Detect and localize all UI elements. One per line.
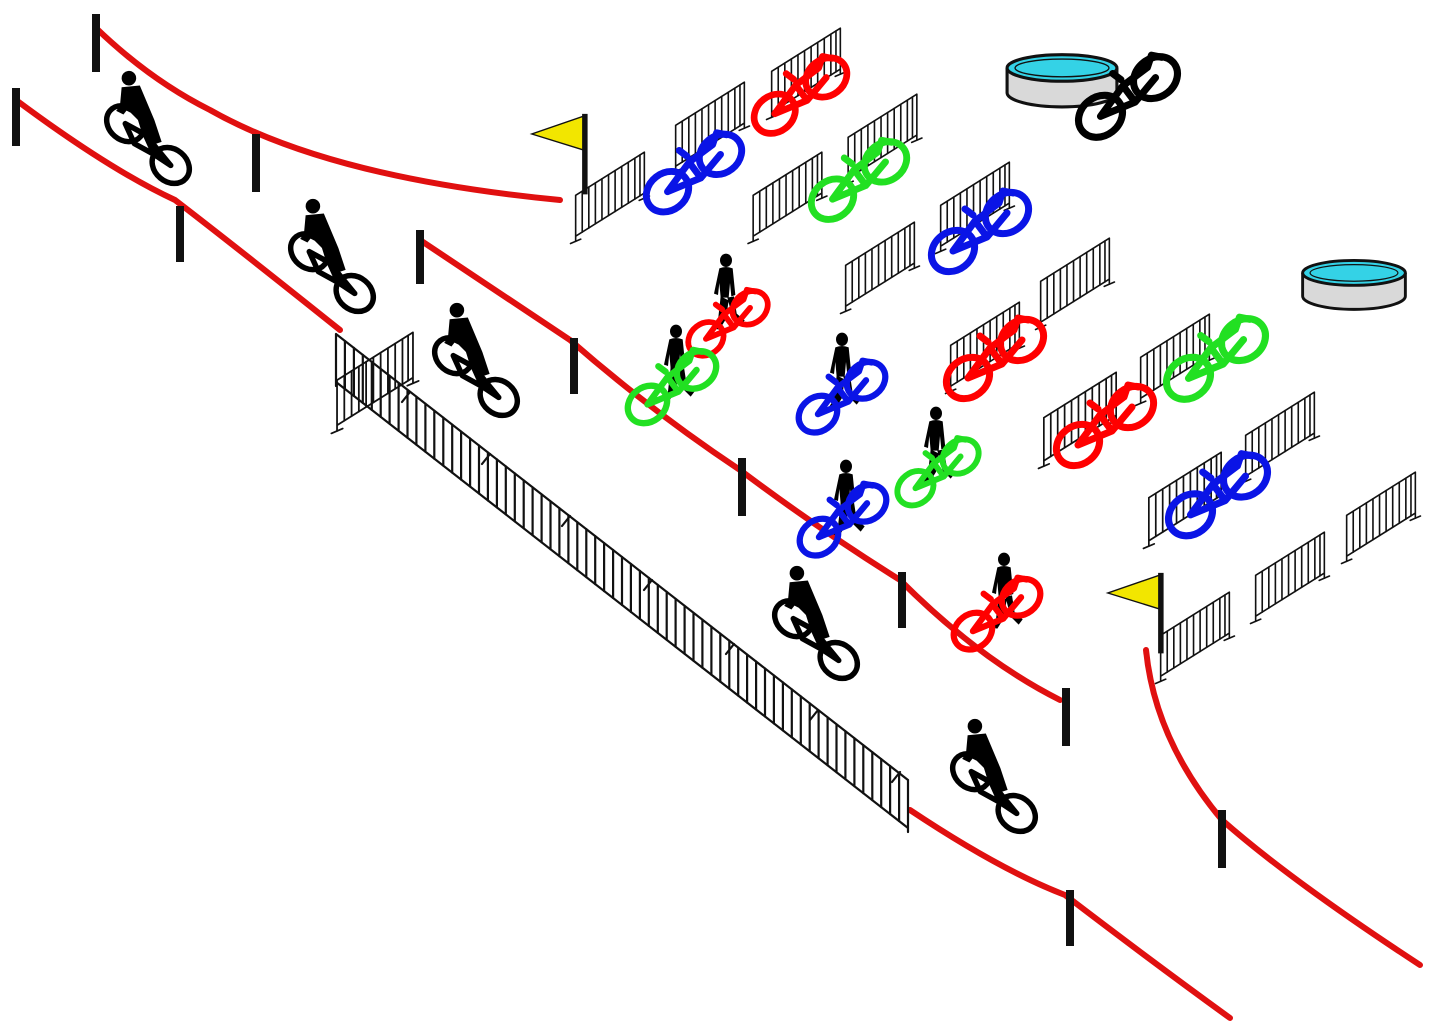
person-walking-bike-icon (792, 459, 893, 563)
parked-bike-icon (938, 311, 1052, 407)
course-marker-flag-icon (1108, 573, 1161, 653)
parked-bike-icon (746, 50, 854, 142)
person-riding-bike-icon (427, 303, 524, 423)
course-tape-upper (93, 25, 563, 203)
crowd-barrier-icon (1249, 531, 1331, 625)
person-walking-bike-icon (946, 552, 1047, 657)
crowd-barrier-icon (1034, 237, 1116, 331)
person-walking-bike-icon (791, 332, 892, 440)
crowd-barrier-icon (1239, 391, 1321, 485)
crowd-barrier-icon (1340, 471, 1422, 565)
person-riding-bike-icon (99, 71, 196, 191)
walking-athletes (620, 253, 1047, 657)
person-riding-bike-icon (283, 199, 380, 319)
cyclists (99, 71, 1042, 839)
parked-bike-icon (1158, 310, 1274, 408)
parked-bike-icon (803, 133, 915, 228)
crowd-barrier-icon (1154, 591, 1236, 685)
crowd-barrier-row (334, 332, 910, 834)
parked-bike-icon (638, 126, 750, 221)
water-basin-icon (1300, 258, 1408, 312)
crowd-barrier-icon (334, 332, 910, 834)
crowd-barrier-icon (839, 221, 921, 315)
person-riding-bike-icon (767, 566, 864, 686)
crowd-barrier-icon (1037, 371, 1123, 470)
parked-bike-icon (1160, 446, 1276, 544)
course-tape-right (1143, 647, 1423, 968)
tape-posts (12, 14, 1226, 946)
course-tape-bottom (907, 807, 1233, 1021)
person-riding-bike-icon (945, 719, 1042, 839)
parked-bikes (638, 48, 1276, 545)
person-walking-bike-icon (682, 253, 775, 363)
course-marker-flag-icon (532, 114, 585, 194)
course-tape-left (13, 97, 343, 333)
person-walking-bike-icon (890, 406, 985, 513)
